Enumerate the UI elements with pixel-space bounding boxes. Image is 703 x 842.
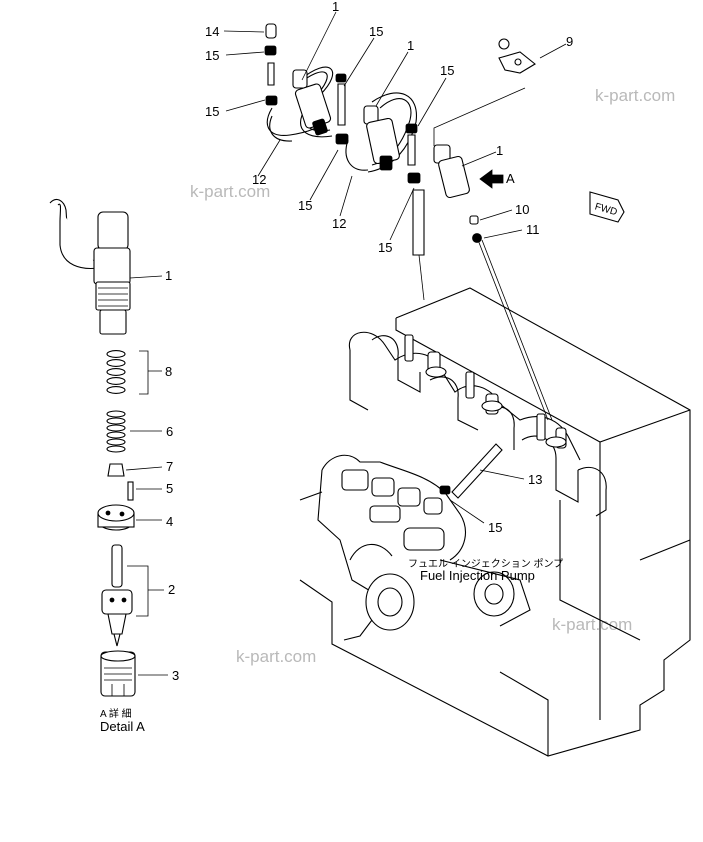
part-label: 15 [488,520,502,535]
part-label: 15 [440,63,454,78]
fuel-line-part-13 [451,443,503,499]
washer-part-11 [472,233,482,243]
detail-a-exploded: A 詳 細 Detail A [49,198,168,734]
leader-lines [223,11,567,524]
part-label: 3 [172,668,179,683]
part-label: 4 [166,514,173,529]
watermark: k-part.com [595,86,675,105]
part-label: 12 [252,172,266,187]
clamp-part-15 [405,123,418,134]
injector-part-1 [433,144,470,199]
retaining-nut-part-3 [100,650,136,697]
part-label: 15 [298,198,312,213]
part-label: 12 [332,216,346,231]
part-label: 1 [332,0,339,14]
pin-part-5 [127,481,134,501]
nozzle-part-2 [101,544,133,647]
seat-part-7 [107,463,125,477]
part-label: 7 [166,459,173,474]
part-label: 1 [165,268,172,283]
arrow-a-icon [479,169,504,189]
detail-a-label: Detail A [100,719,145,734]
part-label: 6 [166,424,173,439]
part-labels: 14 15 15 1 15 1 15 12 9 1 A 15 12 10 11 … [165,0,573,683]
clamp-part-15 [264,45,277,56]
part-label: 1 [407,38,414,53]
fwd-direction-icon: FWD [589,191,625,223]
clamp-part-15 [407,172,421,184]
part-label: 15 [369,24,383,39]
cap-part-14 [265,23,277,39]
clamp-part-15 [335,133,349,145]
watermark: k-part.com [236,647,316,666]
detail-a-marker: A [506,171,515,186]
part-label: 15 [205,48,219,63]
pump-label: Fuel Injection Pump [420,568,535,583]
detail-a-jp-label: A 詳 細 [100,707,132,720]
watermark: k-part.com [190,182,270,201]
injector-part-1 [292,69,332,136]
pump-jp-label: フュエル インジェクション ポンプ [408,558,563,570]
part-label: 8 [165,364,172,379]
o-ring-set-part-8 [106,350,126,394]
bracket-part-9 [433,38,536,146]
part-label: 5 [166,481,173,496]
plate-part-4 [97,504,135,531]
part-label: 1 [496,143,503,158]
watermark: k-part.com [552,615,632,634]
injector-part-1 [49,198,131,335]
clamp-part-15 [335,73,347,83]
part-label: 14 [205,24,219,39]
part-label: 15 [378,240,392,255]
seal-part-10 [469,215,479,225]
engine-block [299,239,691,757]
part-label: 2 [168,582,175,597]
clamp-part-15 [265,95,278,106]
part-label: 11 [526,222,540,237]
part-label: 13 [528,472,542,487]
part-label: 10 [515,202,529,217]
clamp-part-15 [439,485,451,495]
part-label: 9 [566,34,573,49]
fuel-injection-pump [299,454,531,641]
fuel-line-assembly: FWD [264,23,625,256]
part-label: 15 [205,104,219,119]
injector-part-1 [363,105,400,171]
spring-part-6 [106,410,126,453]
